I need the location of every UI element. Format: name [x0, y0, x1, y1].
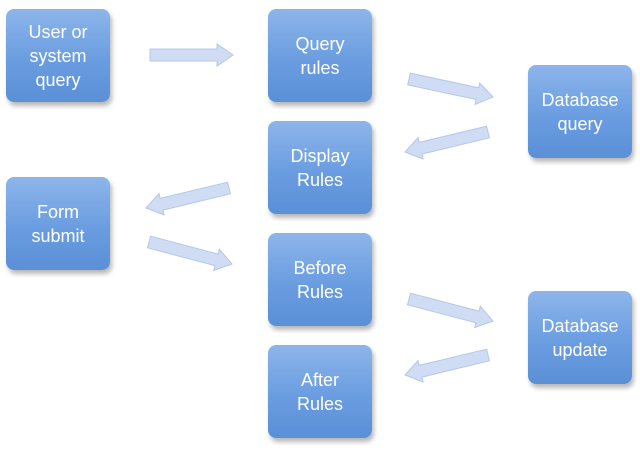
database-update-box: Database update	[528, 291, 632, 384]
user-or-system-query-box: User or system query	[6, 9, 110, 102]
database-update-label: Database update	[541, 315, 619, 360]
arrow-before-rules-to-db-update	[406, 292, 494, 329]
before-rules-label: Before Rules	[293, 257, 347, 302]
arrow-form-submit-to-before-rules	[146, 235, 233, 272]
form-submit-box: Form submit	[6, 177, 110, 270]
form-submit-label: Form submit	[31, 201, 85, 246]
arrow-db-query-to-display-rules	[404, 125, 491, 160]
before-rules-box: Before Rules	[268, 233, 372, 326]
arrow-display-rules-to-form-submit	[145, 181, 232, 216]
database-query-label: Database query	[541, 89, 619, 134]
display-rules-label: Display Rules	[290, 145, 350, 190]
arrow-db-update-to-after-rules	[404, 348, 491, 383]
database-query-box: Database query	[528, 65, 632, 158]
arrow-user-query-to-query-rules	[149, 43, 234, 67]
display-rules-box: Display Rules	[268, 121, 372, 214]
user-or-system-query-label: User or system query	[28, 21, 88, 90]
query-rules-box: Query rules	[268, 9, 372, 102]
arrow-query-rules-to-db-query	[407, 72, 494, 106]
query-rules-label: Query rules	[295, 33, 345, 78]
after-rules-label: After Rules	[296, 369, 344, 414]
after-rules-box: After Rules	[268, 345, 372, 438]
